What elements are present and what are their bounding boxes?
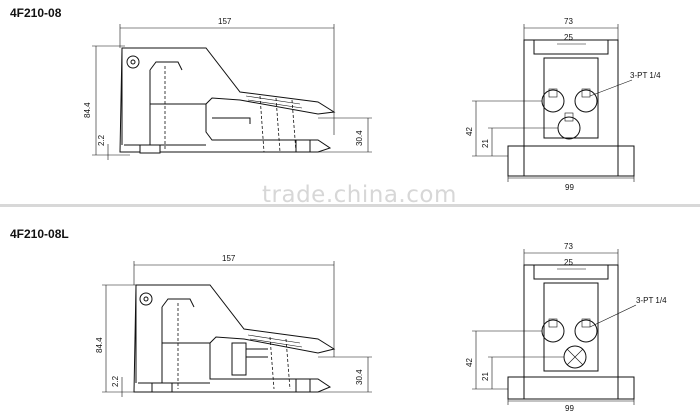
dim-base: 2.2 <box>111 375 120 387</box>
dim-port: 3-PT 1/4 <box>630 71 661 80</box>
dim-port-height: 42 <box>465 127 474 136</box>
dim-length: 157 <box>222 254 236 263</box>
dim-pedal: 30.4 <box>355 130 364 146</box>
watermark: trade.china.com <box>262 182 457 206</box>
dim-height: 84.4 <box>83 102 92 118</box>
technical-drawing: 157 84.4 2.2 30.4 73 25 <box>95 242 667 413</box>
dim-bottom-width: 99 <box>565 183 574 192</box>
panel-divider <box>0 204 700 207</box>
dim-inner: 25 <box>564 33 573 42</box>
drawing-panel-4f210-08l: 4F210-08L 157 84.4 2.2 30.4 <box>0 207 700 413</box>
dim-height: 84.4 <box>95 337 104 353</box>
dim-port: 3-PT 1/4 <box>636 296 667 305</box>
dim-port-height: 42 <box>465 358 474 367</box>
drawing-panel-4f210-08: 4F210-08 157 84.4 2.2 30.4 <box>0 0 700 206</box>
dim-base: 2.2 <box>97 134 106 146</box>
model-title: 4F210-08L <box>10 227 69 241</box>
dim-width: 73 <box>564 17 573 26</box>
dim-pedal: 30.4 <box>355 369 364 385</box>
dim-bottom-width: 99 <box>565 404 574 413</box>
dim-port-low: 21 <box>481 372 490 381</box>
dim-length: 157 <box>218 17 232 26</box>
dim-inner: 25 <box>564 258 573 267</box>
dim-port-low: 21 <box>481 139 490 148</box>
dim-width: 73 <box>564 242 573 251</box>
model-title: 4F210-08 <box>10 6 62 20</box>
technical-drawing: 157 84.4 2.2 30.4 73 25 <box>83 17 661 192</box>
